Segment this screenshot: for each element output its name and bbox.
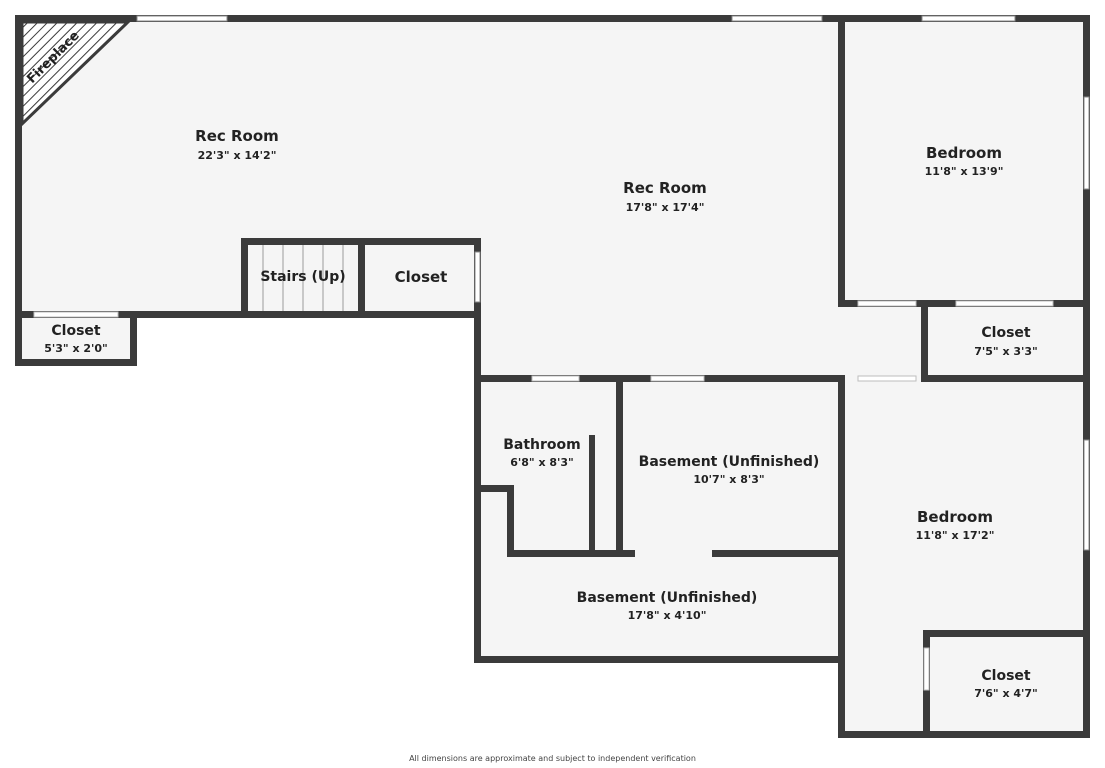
door-opening xyxy=(650,375,705,382)
stairs-name: Stairs (Up) xyxy=(260,269,345,285)
stairs-treads xyxy=(262,245,344,311)
windows xyxy=(136,15,1090,551)
wall-basement-south xyxy=(474,656,842,663)
closet-west-dims: 5'3" x 2'0" xyxy=(44,342,108,355)
wall-bath-south xyxy=(507,550,635,557)
window xyxy=(1083,439,1090,551)
bedroom-south-name: Bedroom xyxy=(917,508,993,526)
window xyxy=(474,251,481,303)
door-opening xyxy=(33,311,119,318)
basement-upper-name: Basement (Unfinished) xyxy=(639,454,820,470)
wall-bath-east xyxy=(616,375,623,557)
basement-lower-dims: 17'8" x 4'10" xyxy=(628,609,707,622)
closet-west-name: Closet xyxy=(51,323,101,339)
wall-bath-step-h xyxy=(474,485,514,492)
window xyxy=(1083,96,1090,190)
wall-ne-closet-south xyxy=(921,375,1090,382)
door-opening xyxy=(857,375,917,382)
wall-bath-inner xyxy=(589,435,595,557)
bedroom-south-dims: 11'8" x 17'2" xyxy=(916,529,995,542)
wall-basement-divider xyxy=(712,550,842,557)
window xyxy=(136,15,228,22)
door-opening xyxy=(857,300,917,307)
closet-south-east-name: Closet xyxy=(981,668,1031,684)
wall-north xyxy=(15,15,1090,22)
window xyxy=(731,15,823,22)
bedroom-north-name: Bedroom xyxy=(926,144,1002,162)
wall-north-bedroom-west xyxy=(838,15,845,307)
wall-south-east xyxy=(838,731,1090,738)
room-labels: Rec Room 22'3" x 14'2" Rec Room 17'8" x … xyxy=(44,127,1038,700)
wall-center-west xyxy=(474,238,481,663)
door-opening xyxy=(531,375,580,382)
door-opening xyxy=(955,300,1054,307)
bathroom-dims: 6'8" x 8'3" xyxy=(510,456,574,469)
rec-room-east-dims: 17'8" x 17'4" xyxy=(626,201,705,214)
wall-west xyxy=(15,15,22,366)
bedroom-north-dims: 11'8" x 13'9" xyxy=(925,165,1004,178)
wall-se-closet-north xyxy=(923,630,1090,637)
closet-south-east-dims: 7'6" x 4'7" xyxy=(974,687,1038,700)
rec-room-west-dims: 22'3" x 14'2" xyxy=(198,149,277,162)
bathroom-name: Bathroom xyxy=(503,437,581,453)
door-opening xyxy=(923,647,930,691)
wall-stairs-right xyxy=(358,238,365,318)
closet-north-east-dims: 7'5" x 3'3" xyxy=(974,345,1038,358)
fireplace: Fireplace xyxy=(20,20,132,128)
basement-upper-dims: 10'7" x 8'3" xyxy=(693,473,764,486)
wall-ne-closet-west xyxy=(921,300,928,382)
basement-lower-name: Basement (Unfinished) xyxy=(577,590,758,606)
closet-north-east-name: Closet xyxy=(981,325,1031,341)
rec-room-west-name: Rec Room xyxy=(195,127,279,145)
wall-stairs-left xyxy=(241,238,248,318)
disclaimer-note: All dimensions are approximate and subje… xyxy=(409,754,696,763)
window xyxy=(921,15,1016,22)
wall-bath-step-v xyxy=(507,485,514,557)
wall-closet-west-east xyxy=(130,311,137,366)
closet-stairs-name: Closet xyxy=(395,268,448,286)
door-openings xyxy=(33,300,1054,691)
rec-room-east-name: Rec Room xyxy=(623,179,707,197)
wall-closet-west-south xyxy=(15,359,137,366)
